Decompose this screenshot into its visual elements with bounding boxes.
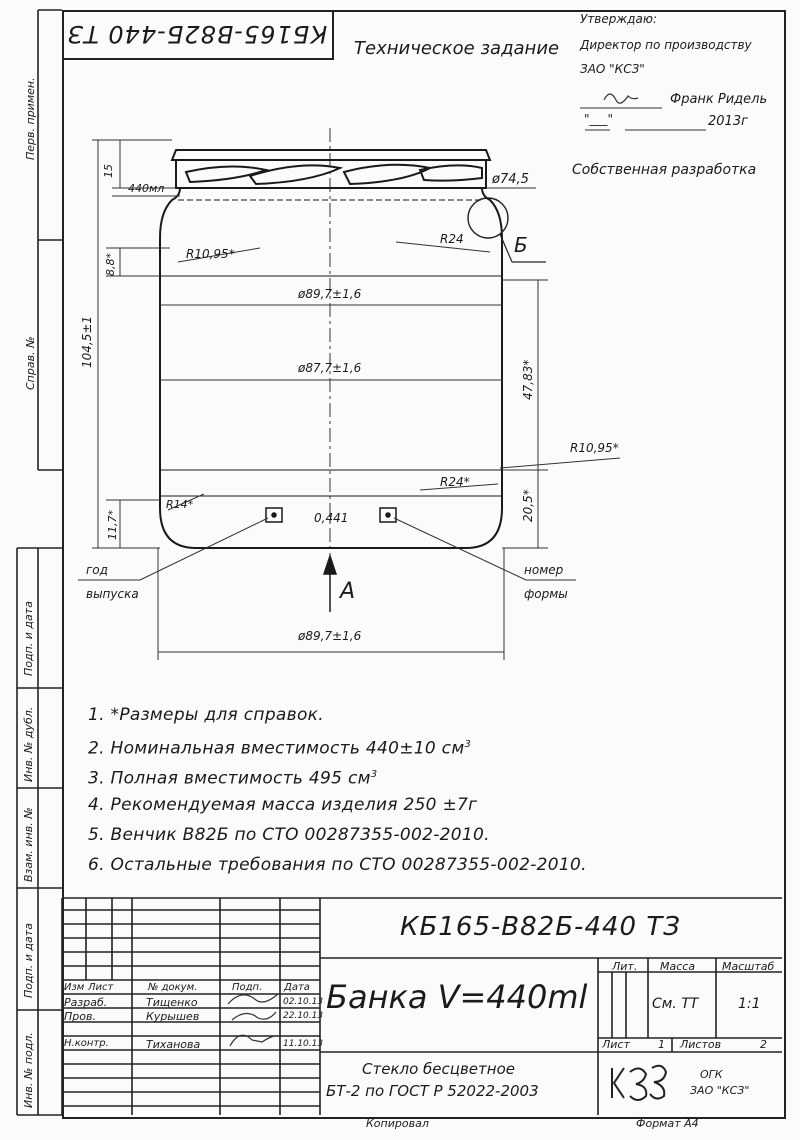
diameter-top: ø89,7±1,6 [297, 287, 362, 301]
side-podp-data-1: Подп. и дата [22, 601, 35, 676]
rotated-code-box: КБ165-В82Б-440 ТЗ [62, 10, 334, 60]
material-line-2: БТ-2 по ГОСТ Р 52022-2003 [326, 1082, 539, 1100]
diameter-bottom: ø89,7±1,6 [297, 629, 362, 643]
drawing-frame [62, 10, 786, 1119]
note-2-sup: 3 [464, 739, 472, 750]
radius-r24-top: R24 [440, 232, 464, 246]
approve-year: 2013г [708, 114, 748, 129]
side-perv-primen: Перв. примен. [24, 77, 37, 160]
side-sprav: Справ. № [24, 336, 37, 390]
side-inv-podl: Инв. № подл. [22, 1032, 35, 1108]
note-4: 4. Рекомендуемая масса изделия 250 ±7г [88, 795, 478, 815]
weight-mark: 0,441 [314, 511, 348, 525]
label-god: год [86, 563, 108, 577]
date-nkontr: 11.10.13 [283, 1039, 324, 1049]
radius-r14: R14* [166, 498, 194, 511]
neck-diameter: ø74,5 [491, 172, 529, 187]
jar-outline [159, 149, 503, 549]
title-signatures [227, 993, 279, 1047]
view-a-label: А [338, 579, 355, 604]
material-line-1: Стекло бесцветное [362, 1060, 515, 1078]
date-prov: 22.10.13 [283, 1011, 324, 1021]
product-name: Банка V=440ml [326, 978, 588, 1016]
note-3: 3. Полная вместимость 495 см3 [88, 760, 768, 790]
org-name-2: ЗАО "КСЗ" [690, 1084, 750, 1097]
dim-47-83: 47,83* [521, 360, 535, 400]
own-development: Собственная разработка [572, 162, 757, 178]
lit-label: Лит. [612, 960, 638, 973]
dim-20-5: 20,5* [521, 489, 535, 522]
radius-r24-bottom: R24* [440, 475, 470, 489]
detail-b-circle [467, 197, 509, 239]
massa-value: См. ТТ [652, 996, 699, 1012]
approve-line-3: ЗАО "КСЗ" [580, 62, 645, 76]
title-code: КБ165-В82Б-440 ТЗ [400, 912, 681, 942]
name-prov: Курышев [146, 1010, 200, 1023]
date-razrab: 02.10.13 [283, 997, 324, 1007]
notes-list: 1. *Размеры для справок. 2. Номинальная … [88, 700, 768, 880]
label-formy: формы [524, 587, 568, 601]
org-name-1: ОГК [700, 1068, 723, 1081]
note-6: 6. Остальные требования по СТО 00287355-… [88, 855, 587, 875]
name-nkontr: Тиханова [146, 1038, 201, 1051]
org-logo [611, 1064, 668, 1101]
view-a-arrow [322, 553, 338, 612]
side-vzam-inv: Взам. инв. № [22, 807, 35, 882]
level-mark: 440мл [128, 182, 164, 195]
approve-line-2: Директор по производству [580, 38, 752, 52]
dim-height: 104,5±1 [80, 316, 94, 368]
role-prov: Пров. [64, 1010, 96, 1023]
approval-lines [580, 107, 706, 131]
dim-11-7: 11,7* [106, 510, 119, 540]
dim-15: 15 [102, 164, 115, 178]
masshtab-label: Масштаб [722, 960, 775, 973]
list-label: Лист [602, 1038, 630, 1051]
radius-r1095-bottom: R10,95* [570, 441, 619, 455]
approve-name: Франк Ридель [670, 92, 768, 107]
label-nomer: номер [524, 563, 564, 577]
approve-date: "___" [584, 112, 614, 126]
doc-type: Техническое задание [354, 38, 560, 59]
approval-signature [603, 93, 639, 104]
name-razrab: Тищенко [146, 996, 198, 1009]
note-1: 1. *Размеры для справок. [88, 705, 324, 725]
col-doc: № докум. [148, 982, 198, 993]
col-podp: Подп. [232, 982, 263, 993]
listov-label: Листов [680, 1038, 722, 1051]
list-value: 1 [658, 1038, 665, 1051]
col-izm: Изм [64, 982, 85, 993]
listov-value: 2 [760, 1038, 767, 1051]
note-2-text: 2. Номинальная вместимость 440±10 см [88, 738, 465, 759]
col-data: Дата [284, 982, 310, 993]
massa-label: Масса [660, 960, 696, 973]
bottom-marks [265, 507, 397, 523]
masshtab-value: 1:1 [738, 996, 761, 1012]
note-2: 2. Номинальная вместимость 440±10 см3 [88, 730, 768, 760]
approve-line-1: Утверждаю: [580, 12, 657, 26]
view-b-label: Б [514, 233, 528, 257]
kopiroval: Копировал [366, 1117, 429, 1130]
dim-8-8: 8,8* [104, 253, 117, 276]
role-razrab: Разраб. [64, 996, 108, 1009]
note-3-text: 3. Полная вместимость 495 см [88, 768, 371, 789]
dimension-lines [78, 139, 621, 660]
side-inv-dubl: Инв. № дубл. [22, 706, 35, 782]
col-list: Лист [88, 982, 114, 993]
label-vypuska: выпуска [86, 587, 139, 601]
radius-r1095-top: R10,95* [186, 247, 235, 261]
side-podp-data-2: Подп. и дата [22, 923, 35, 998]
note-3-sup: 3 [370, 769, 378, 780]
note-5: 5. Венчик В82Б по СТО 00287355-002-2010. [88, 825, 490, 845]
side-strip [16, 9, 62, 1116]
role-nkontr: Н.контр. [64, 1038, 109, 1049]
title-block-grid [61, 897, 782, 1115]
diameter-mid: ø87,7±1,6 [297, 361, 362, 375]
format: Формат А4 [636, 1117, 699, 1130]
